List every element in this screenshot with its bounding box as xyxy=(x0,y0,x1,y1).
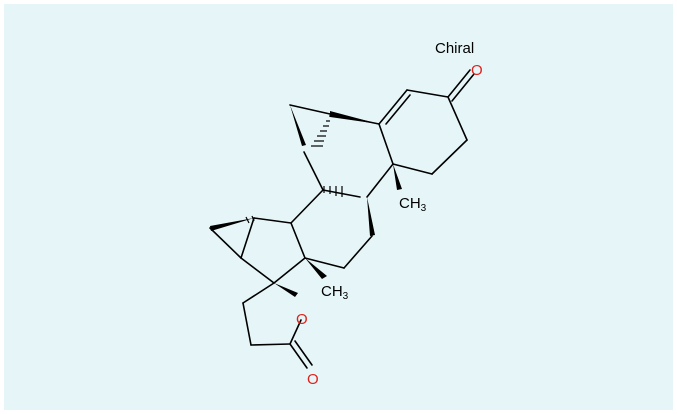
bond-c13-c14 xyxy=(290,222,306,259)
bond-c8-c14 xyxy=(290,189,324,224)
bond-c22-o xyxy=(289,319,302,345)
bond-c22-oc-double xyxy=(294,340,313,366)
bond-c11-c12 xyxy=(343,235,373,269)
bond-c5-c4-double xyxy=(385,94,411,125)
methyl-top: CH3 xyxy=(399,195,427,214)
bond-c1-c10 xyxy=(392,163,433,175)
bond-cp2-c16 xyxy=(209,227,242,259)
bond-c3-o-double xyxy=(451,73,475,102)
wedge-c10-ch3 xyxy=(393,164,402,190)
ketone-oxygen: O xyxy=(471,62,483,79)
bond-c20-c21 xyxy=(242,302,252,346)
hashed-bonds xyxy=(245,115,343,224)
wedge-bonds xyxy=(210,105,402,297)
bond-c2-c1 xyxy=(431,139,468,175)
wedge-c17-o xyxy=(274,283,298,297)
methyl-bottom: CH3 xyxy=(321,283,349,302)
bond-c17-c13 xyxy=(273,257,306,284)
bond-c14-c15 xyxy=(253,217,292,224)
bond-cp1-c6 xyxy=(289,104,331,115)
bond-c10-c9 xyxy=(366,163,394,198)
bond-c5-c4 xyxy=(378,89,408,125)
bond-c7-c8 xyxy=(303,151,324,191)
bond-c3-c2 xyxy=(447,96,468,141)
bond-c10-c5 xyxy=(378,123,394,165)
wedge-c5-c6 xyxy=(330,111,379,124)
bond-c22-oc xyxy=(289,343,308,369)
bond-c15-c16 xyxy=(240,217,255,259)
wedge-c9-c11 xyxy=(367,197,375,236)
wedge-c15-cp2 xyxy=(210,218,254,231)
bond-c21-c22 xyxy=(250,343,291,346)
lactone-carbonyl-oxygen: O xyxy=(307,371,319,388)
bond-c3-o xyxy=(447,69,471,98)
molecule-canvas xyxy=(4,4,673,410)
bond-c12-c13 xyxy=(304,257,345,269)
bond-c16-c17 xyxy=(240,257,275,284)
bond-c4-c3 xyxy=(406,89,449,98)
bond-c17-c20 xyxy=(242,282,275,304)
ring-oxygen: O xyxy=(296,311,308,328)
wedge-cp1-c7 xyxy=(290,105,306,146)
wedge-c13-ch3 xyxy=(305,258,327,279)
chiral-label: Chiral xyxy=(435,40,474,57)
